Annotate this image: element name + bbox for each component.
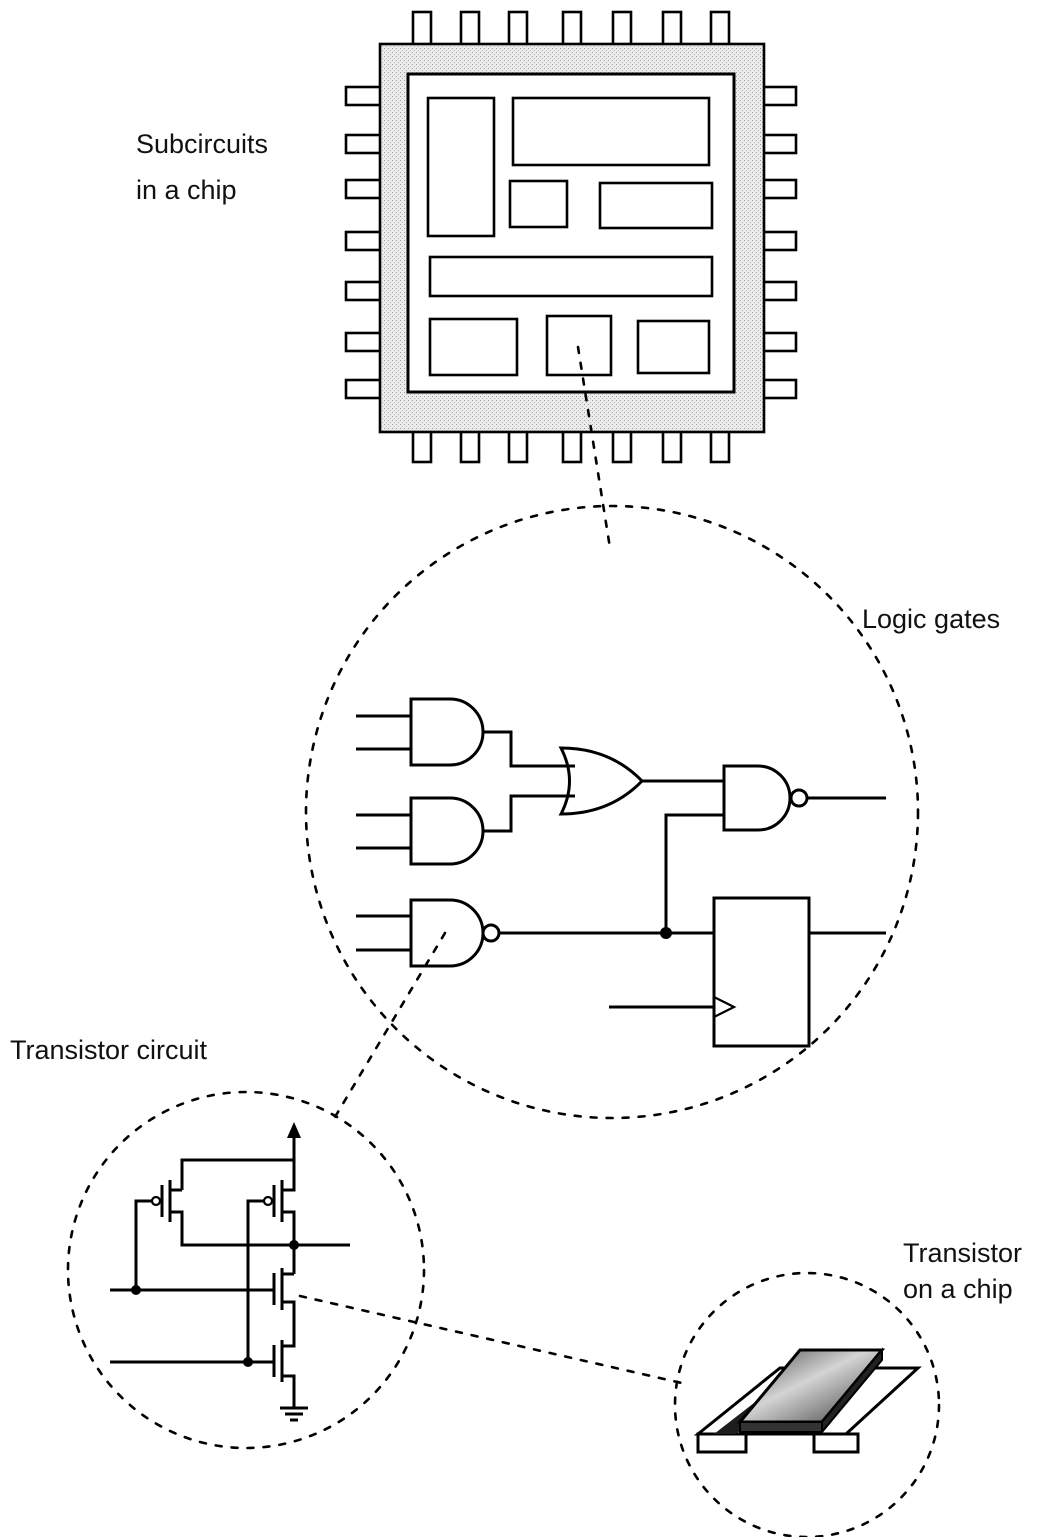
- input-a-junction: [131, 1285, 141, 1295]
- and2-output-wire: [483, 794, 575, 833]
- subcircuits-label-line2: in a chip: [136, 175, 237, 205]
- or-gate: [558, 746, 645, 816]
- transistor-chip-label-line2: on a chip: [903, 1274, 1013, 1304]
- input-b-junction: [243, 1357, 253, 1367]
- chip-package: [344, 10, 798, 464]
- chip-pins-right: [758, 85, 798, 400]
- nand-gate-bottom: [409, 898, 485, 968]
- subcircuit-block: [428, 255, 714, 298]
- flip-flop: [712, 896, 811, 1048]
- logic-gates-label: Logic gates: [862, 604, 1000, 634]
- device-drain-pad: [812, 1432, 860, 1454]
- transistor-chip-label-line1: Transistor: [903, 1238, 1022, 1268]
- nand-bottom-bubble: [481, 923, 501, 943]
- junction-dot: [660, 927, 672, 939]
- ground-icon: [280, 1406, 308, 1422]
- vdd-to-pmos-left: [180, 1158, 294, 1190]
- logic-gates-circle: [304, 504, 920, 1120]
- pmos-right-bubble: [262, 1195, 274, 1207]
- device-gate-front: [739, 1421, 823, 1433]
- nmos-bottom-drain: [282, 1340, 296, 1348]
- subcircuits-label-line1: Subcircuits: [136, 129, 268, 159]
- transistor-circuit-label: Transistor circuit: [10, 1035, 208, 1065]
- subcircuit-blocks: [426, 96, 714, 377]
- transistor-device-circle: [673, 1271, 941, 1537]
- clock-triangle: [713, 996, 737, 1018]
- nand-gate-top: [722, 764, 792, 832]
- and-gate-1: [409, 697, 485, 767]
- device-source-pad: [696, 1432, 748, 1454]
- subcircuit-block: [511, 96, 711, 167]
- subcircuit-block: [636, 319, 711, 375]
- nmos-bottom-source: [282, 1374, 296, 1408]
- pmos-left-bubble: [150, 1195, 162, 1207]
- nand-top-bubble: [789, 788, 809, 808]
- subcircuit-block: [545, 314, 613, 377]
- subcircuit-block: [428, 317, 519, 377]
- logic-gate-schematic: [356, 697, 886, 1048]
- nmos-top-source: [282, 1300, 296, 1340]
- feedback-wire: [664, 813, 724, 932]
- pmos-right-source: [282, 1160, 296, 1192]
- transistor-circuit-circle: [66, 1090, 426, 1450]
- transistor-schematic: [110, 1122, 350, 1422]
- subcircuit-block: [598, 181, 714, 230]
- and1-output-wire: [483, 730, 575, 768]
- zoom-connector-chip-to-logic: [576, 345, 612, 550]
- pmos-left-gate-wire: [134, 1199, 152, 1290]
- pmos-right-drain: [282, 1210, 296, 1245]
- pmos-left-drain: [170, 1210, 294, 1247]
- transistor-device: [693, 1347, 922, 1454]
- zoom-connector-logic-to-transistor: [330, 931, 447, 1124]
- chip-pins-left: [344, 85, 384, 400]
- pmos-right-gate-wire: [246, 1199, 264, 1362]
- subcircuit-block: [508, 179, 569, 229]
- chip-pins-top: [411, 10, 731, 48]
- and-gate-2: [409, 796, 485, 866]
- subcircuit-block: [426, 96, 496, 238]
- vdd-arrow-icon: [287, 1122, 301, 1138]
- zoom-connector-circuit-to-device: [298, 1294, 688, 1386]
